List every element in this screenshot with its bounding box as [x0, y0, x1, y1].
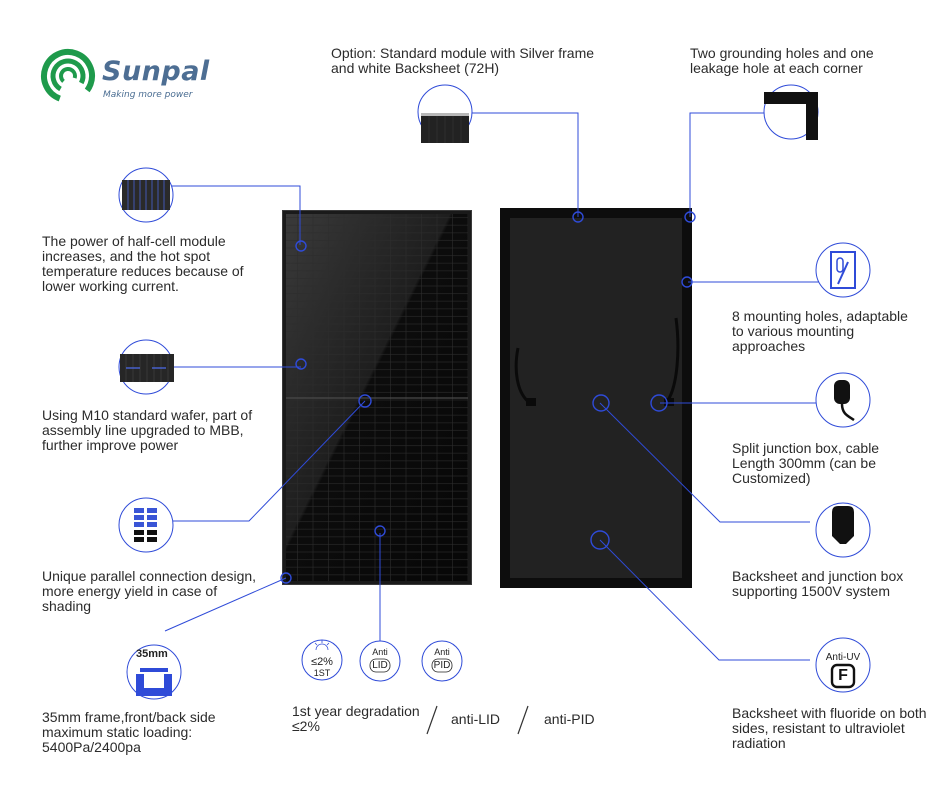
- callout-option: Option: Standard module with Silver fram…: [331, 45, 595, 76]
- anti-uv-badge-letter: F: [838, 667, 848, 684]
- parallel-grid-icon: [134, 508, 157, 542]
- callout-parallel: Unique parallel connection design, more …: [42, 568, 257, 614]
- callout-half-cell: The power of half-cell module increases,…: [42, 233, 244, 294]
- callout-mounting: 8 mounting holes, adaptable to various m…: [732, 308, 908, 354]
- brand-name: Sunpal: [102, 56, 210, 87]
- anti-uv-badge-top: Anti-UV: [825, 652, 861, 663]
- sun-icon: [314, 640, 330, 651]
- anti-lid-badge-bottom: LID: [372, 660, 388, 671]
- sunpal-logo-icon: [41, 49, 95, 103]
- corner-icon: [764, 92, 818, 140]
- anti-lid-badge-top: Anti: [372, 647, 388, 657]
- label-degradation: 1st year degradation ≤2%: [292, 703, 420, 734]
- front-panel: [282, 210, 472, 585]
- junction-box-icon: [834, 380, 855, 422]
- callout-fluoride: Backsheet with fluoride on both sides, r…: [732, 705, 927, 751]
- degradation-badge-value: ≤2%: [311, 656, 333, 668]
- callout-frame: 35mm frame,front/back side maximum stati…: [42, 709, 216, 755]
- frame-size-badge: 35mm: [136, 648, 168, 660]
- callout-backsheet-1500: Backsheet and junction box supporting 15…: [732, 568, 904, 599]
- callout-m10-wafer: Using M10 standard wafer, part of assemb…: [42, 407, 253, 453]
- half-cell-icon: [122, 180, 170, 210]
- degradation-badge-year: 1ST: [313, 668, 331, 678]
- anti-pid-badge-bottom: PID: [433, 660, 451, 671]
- wafer-icon: [120, 354, 174, 382]
- mounting-hole-icon: [830, 251, 856, 289]
- brand-logo: Sunpal Making more power: [40, 48, 240, 108]
- frame-profile-icon: [136, 668, 172, 696]
- callout-grounding: Two grounding holes and one leakage hole…: [690, 45, 874, 76]
- brand-tagline: Making more power: [103, 90, 193, 100]
- label-anti-pid: anti-PID: [544, 711, 595, 727]
- label-anti-lid: anti-LID: [451, 711, 501, 727]
- connector-icon: [832, 506, 854, 544]
- callout-junction: Split junction box, cable Length 300mm (…: [732, 440, 880, 486]
- back-panel: [500, 208, 692, 588]
- anti-pid-badge-top: Anti: [434, 647, 450, 657]
- corner-silver-icon: [421, 113, 469, 143]
